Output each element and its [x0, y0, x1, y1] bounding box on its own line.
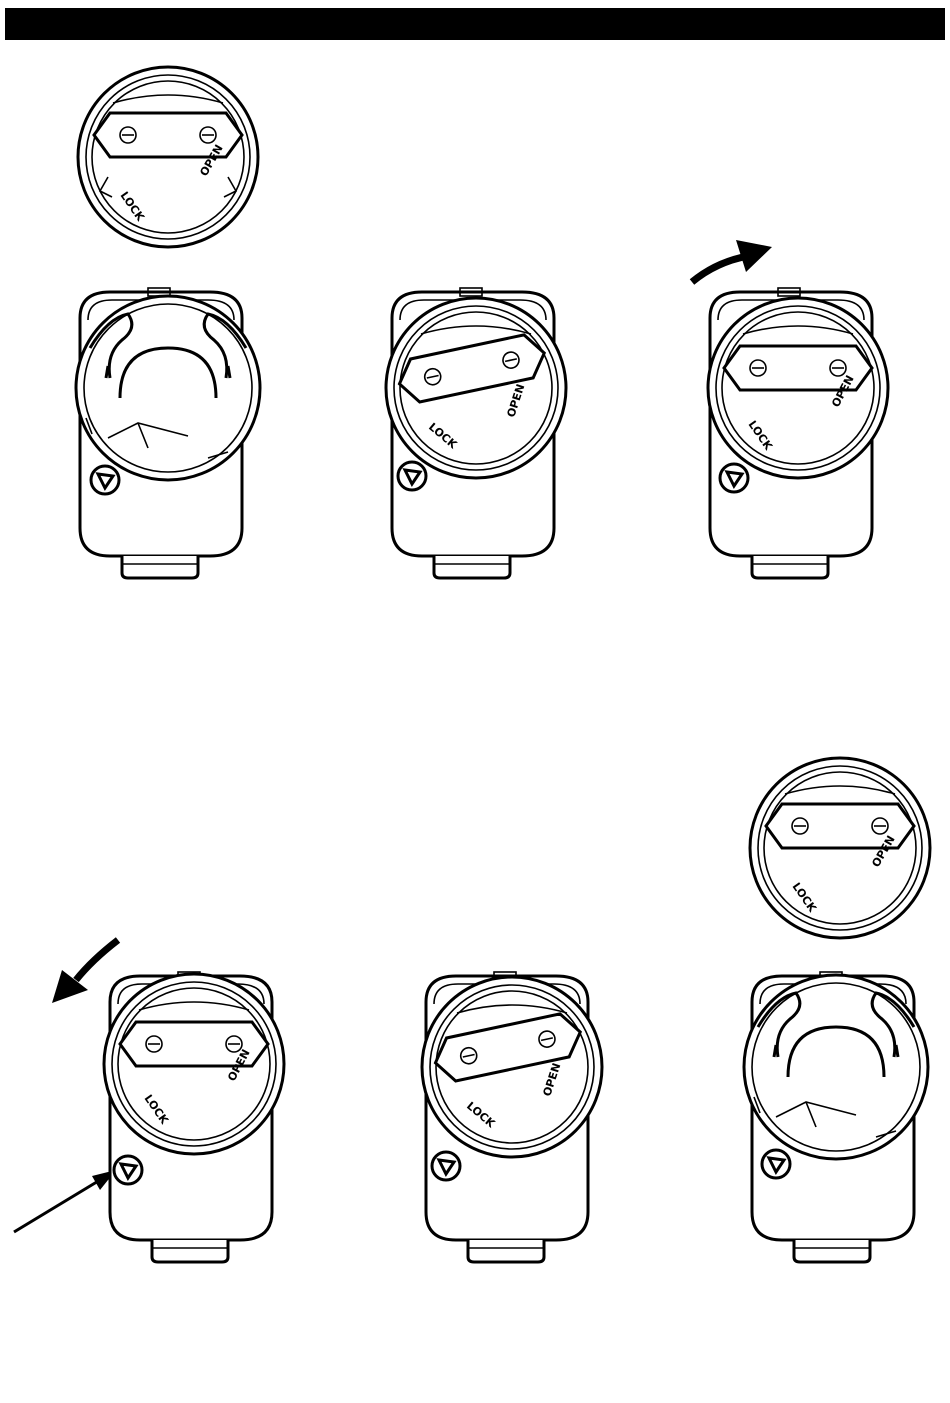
plug-insert-detached-top: LOCK OPEN — [78, 67, 258, 247]
rotate-clockwise-arrow — [692, 240, 772, 282]
adapter-with-plug-locked: LOCK OPEN — [708, 288, 888, 578]
press-release-arrow — [14, 1170, 116, 1232]
rotate-counterclockwise-arrow — [52, 940, 118, 1003]
adapter-body-open-socket-top — [76, 288, 260, 578]
adapter-plug-rotated-to-open: LOCK OPEN — [422, 972, 602, 1262]
adapter-body-open-socket-bottom — [744, 972, 928, 1262]
adapter-with-plug-inserted-unlocked: LOCK OPEN — [386, 288, 566, 578]
plug-insert-detached-bottom: LOCK OPEN — [750, 758, 930, 938]
adapter-press-release-and-rotate: LOCK OPEN — [104, 972, 284, 1262]
